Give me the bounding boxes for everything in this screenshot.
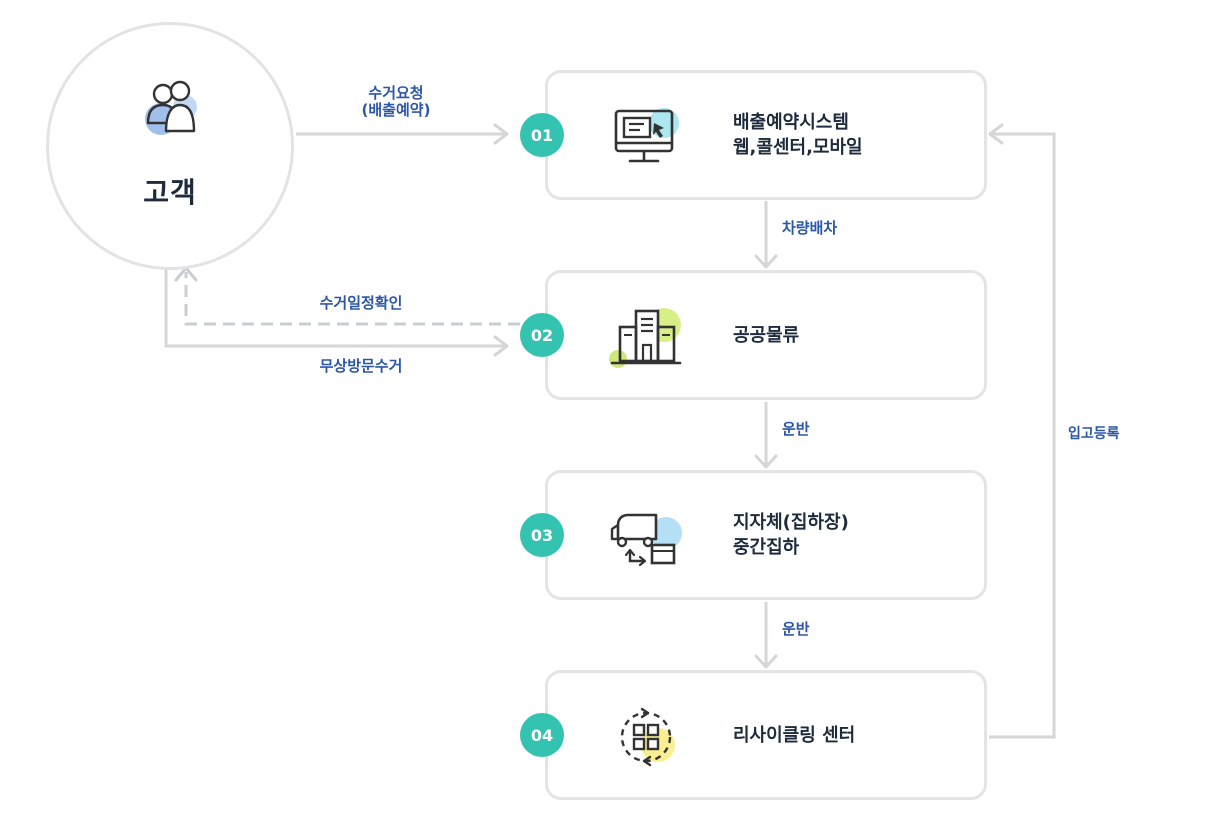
visit-line: [164, 268, 505, 348]
step-label-02: 공공물류: [733, 273, 978, 397]
step-box-04: 리사이클링 센터: [545, 670, 987, 800]
dispatch-arrowhead: [754, 254, 778, 269]
people-icon: [145, 80, 197, 135]
flow-label-confirm: 수거일정확인: [319, 294, 403, 312]
flow-label-transport-1: 운반: [782, 420, 810, 438]
transport-arrowhead-2: [754, 654, 778, 669]
flow-label-request-line-1: 수거요청: [368, 84, 424, 102]
flow-label-request-line-2: (배출예약): [361, 101, 431, 119]
step-box-03: 지자체(집하장) 중간집하: [545, 470, 987, 600]
step-02-line-1: 공공물류: [733, 324, 800, 346]
flow-label-dispatch: 차량배차: [782, 219, 838, 237]
request-arrowhead: [493, 123, 509, 145]
flow-label-register: 입고등록: [1068, 426, 1120, 442]
building-icon: [609, 308, 682, 368]
step-01-line-1: 배출예약시스템: [733, 112, 849, 133]
step-badge-02: 02: [520, 313, 564, 357]
step-label-04: 리사이클링 센터: [733, 673, 978, 797]
step-box-01: 배출예약시스템 웹,콜센터,모바일: [545, 70, 987, 200]
truck-box-icon: [610, 513, 682, 567]
flow-label-request: 수거요청 (배출예약): [336, 85, 456, 119]
step-badge-03: 03: [520, 513, 564, 557]
visit-arrowhead: [493, 335, 509, 357]
transport-arrowhead-1: [754, 454, 778, 469]
step-badge-01: 01: [520, 113, 564, 157]
step-label-01: 배출예약시스템 웹,콜센터,모바일: [733, 73, 978, 197]
step-03-line-1: 지자체(집하장): [733, 512, 849, 533]
flow-label-transport-2: 운반: [782, 620, 810, 638]
customer-label: 고객: [143, 176, 197, 209]
step-03-line-2: 중간집하: [733, 537, 800, 558]
step-badge-04: 04: [520, 713, 564, 757]
flow-label-visit: 무상방문수거: [319, 357, 403, 375]
step-04-line-1: 리사이클링 센터: [733, 724, 856, 746]
register-arrowhead: [988, 123, 1004, 145]
confirm-dashed-line: [184, 272, 520, 326]
register-line: [989, 132, 1056, 739]
customer-node: 고객: [46, 22, 294, 270]
monitor-icon: [614, 108, 679, 163]
step-label-03: 지자체(집하장) 중간집하: [733, 473, 978, 597]
step-01-line-2: 웹,콜센터,모바일: [733, 137, 863, 158]
recycle-grid-icon: [620, 707, 675, 767]
step-box-02: 공공물류: [545, 270, 987, 400]
